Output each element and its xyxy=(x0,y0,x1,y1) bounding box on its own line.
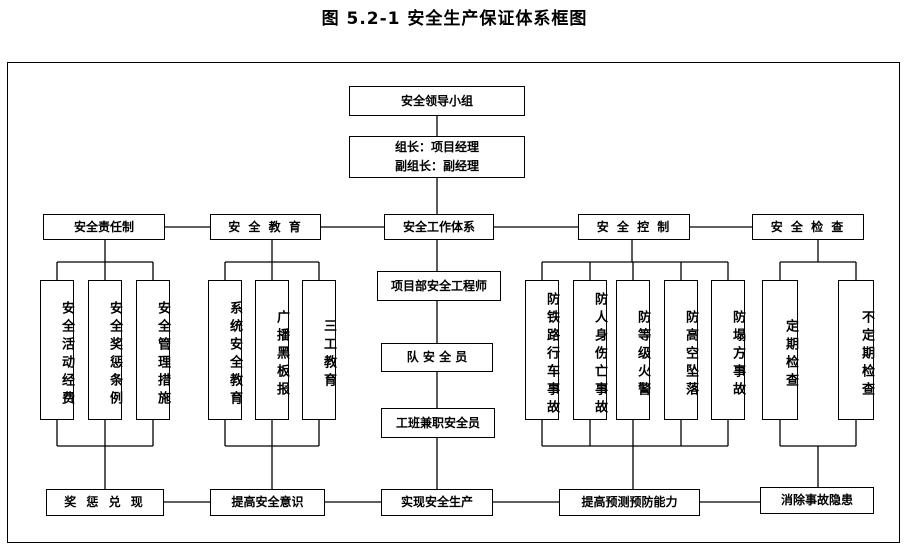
diagram-frame xyxy=(7,62,900,543)
safety-work-system-box: 安全工作体系 xyxy=(384,214,494,240)
system-safety-education-box: 系统安全教育 xyxy=(208,280,242,420)
leader-label: 组长：项目经理 xyxy=(394,140,479,155)
leader-box: 组长：项目经理 副组长：副经理 xyxy=(349,136,525,178)
diagram-title: 图 5.2-1 安全生产保证体系框图 xyxy=(321,9,588,29)
prevent-casualty-accident-box: 防人身伤亡事故 xyxy=(573,280,607,420)
raise-safety-awareness-box: 提高安全意识 xyxy=(210,489,325,516)
eliminate-hazards-box: 消除事故隐患 xyxy=(760,487,874,514)
safety-management-measures-box: 安全管理措施 xyxy=(136,280,170,420)
reward-fulfillment-box: 奖 惩 兑 现 xyxy=(46,489,164,516)
project-safety-engineer-box: 项目部安全工程师 xyxy=(377,271,501,301)
achieve-safe-production-box: 实现安全生产 xyxy=(381,489,493,516)
team-safety-officer-box: 队 安 全 员 xyxy=(381,343,493,372)
safety-activity-fund-box: 安全活动经费 xyxy=(40,280,74,420)
safety-control-box: 安 全 控 制 xyxy=(578,214,690,240)
reward-punishment-rules-box: 安全奖惩条例 xyxy=(88,280,122,420)
irregular-inspection-box: 不定期检查 xyxy=(838,280,874,420)
broadcast-blackboard-box: 广播黑板报 xyxy=(255,280,289,420)
prevent-collapse-accident-box: 防塌方事故 xyxy=(711,280,745,420)
safety-leadership-group-box: 安全领导小组 xyxy=(349,86,525,116)
responsibility-system-box: 安全责任制 xyxy=(43,214,165,240)
improve-prediction-prevention-box: 提高预测预防能力 xyxy=(559,489,700,516)
prevent-railway-accident-box: 防铁路行车事故 xyxy=(525,280,559,420)
deputy-leader-label: 副组长：副经理 xyxy=(394,159,479,173)
prevent-fire-alarm-box: 防等级火警 xyxy=(616,280,650,420)
crew-part-time-safety-officer-box: 工班兼职安全员 xyxy=(381,408,495,438)
safety-education-box: 安 全 教 育 xyxy=(210,214,321,240)
safety-inspection-box: 安 全 检 查 xyxy=(752,214,864,240)
prevent-fall-from-height-box: 防高空坠落 xyxy=(664,280,698,420)
regular-inspection-box: 定期检查 xyxy=(762,280,798,420)
three-level-education-box: 三工教育 xyxy=(302,280,336,420)
